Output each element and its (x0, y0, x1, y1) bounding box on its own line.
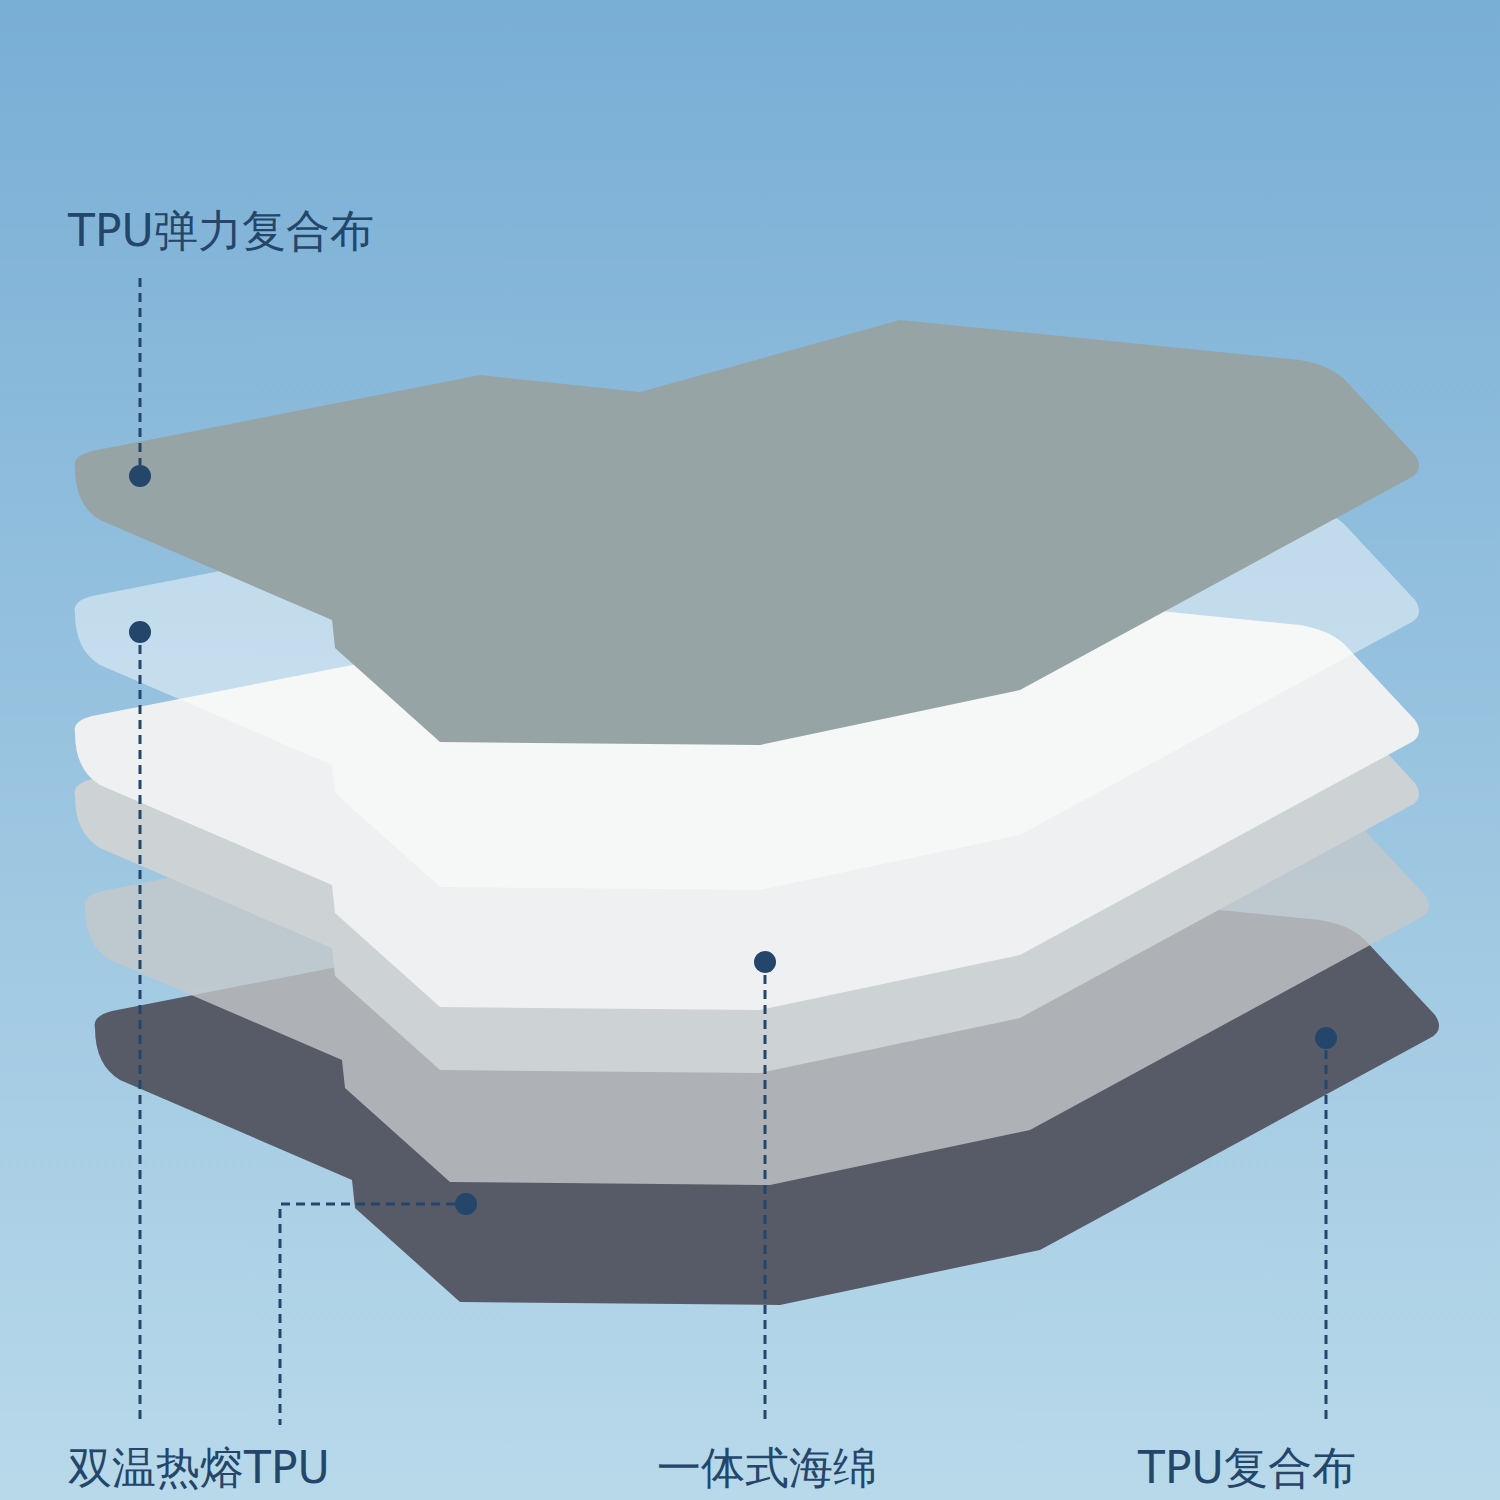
part-label: 一体式海绵 (657, 1444, 877, 1492)
part-label: TPU复合布 (1138, 1444, 1356, 1492)
top-elastic-fabric (75, 320, 1419, 745)
leader-lines (140, 278, 1326, 1425)
part-label: TPU弹力复合布 (68, 207, 374, 255)
leader-dots (129, 465, 1337, 1215)
part-label: 双温热熔TPU (68, 1444, 330, 1492)
